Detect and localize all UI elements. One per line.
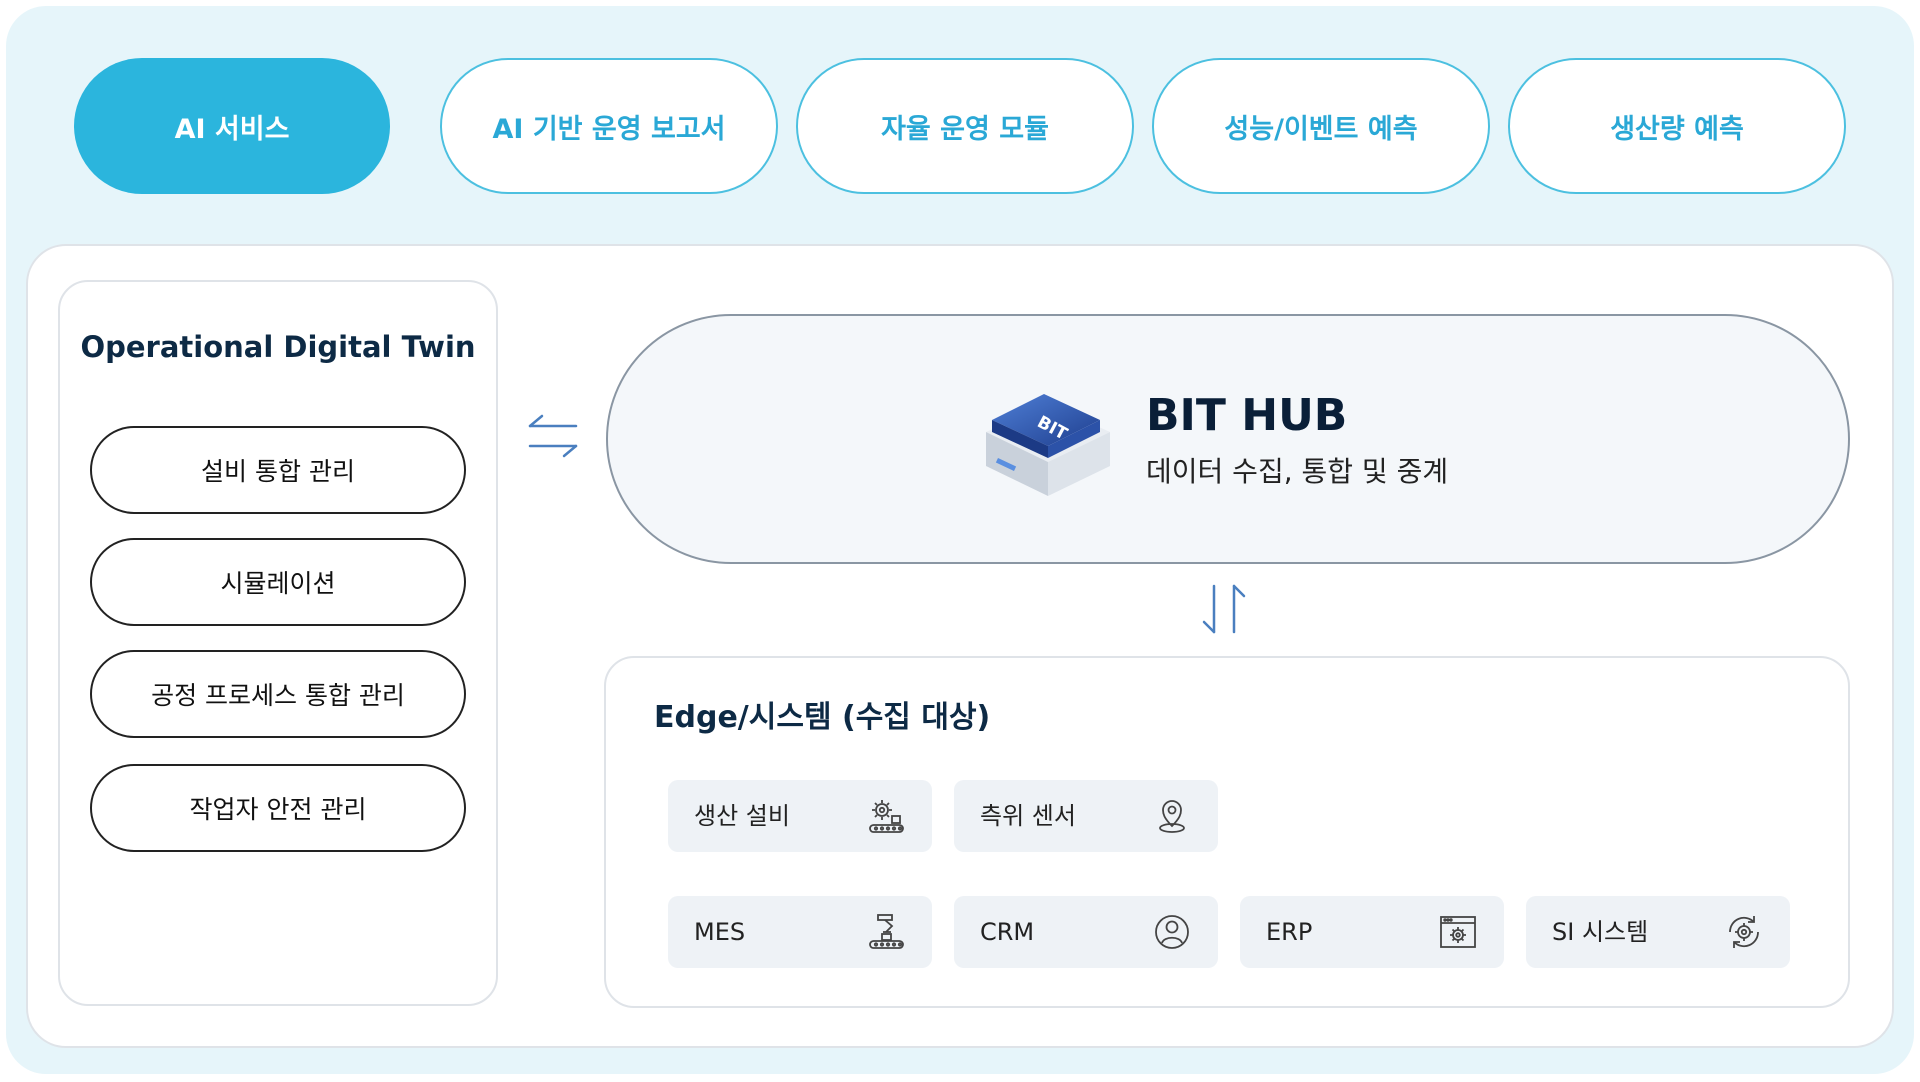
card-label: MES bbox=[694, 918, 746, 946]
twin-item-simulation[interactable]: 시뮬레이션 bbox=[90, 538, 466, 626]
bit-hub-logo-icon: BIT bbox=[986, 394, 1110, 496]
card-erp[interactable]: ERP bbox=[1240, 896, 1504, 968]
card-label: SI 시스템 bbox=[1552, 918, 1649, 946]
bidirectional-arrow-icon bbox=[528, 414, 578, 458]
card-label: ERP bbox=[1266, 918, 1313, 946]
bit-hub-subtitle: 데이터 수집, 통합 및 중계 bbox=[1146, 455, 1449, 488]
digital-twin-title: Operational Digital Twin bbox=[80, 330, 476, 364]
card-label: 생산 설비 bbox=[694, 802, 790, 830]
card-si-system[interactable]: SI 시스템 bbox=[1526, 896, 1790, 968]
robot-arm-conveyor-icon bbox=[869, 914, 904, 949]
cycle-gear-icon bbox=[1729, 916, 1759, 948]
digital-twin-panel: Operational Digital Twin 설비 통합 관리 시뮬레이션 … bbox=[58, 280, 498, 1006]
bit-hub-panel bbox=[606, 314, 1850, 564]
tab-autonomous-module[interactable]: 자율 운영 모듈 bbox=[796, 58, 1134, 194]
user-circle-icon bbox=[1155, 915, 1189, 949]
twin-item-worker-safety[interactable]: 작업자 안전 관리 bbox=[90, 764, 466, 852]
vertical-bidirectional-arrow-icon bbox=[1202, 584, 1246, 634]
edge-systems-title: Edge/시스템 (수집 대상) bbox=[654, 700, 991, 735]
tab-production-prediction[interactable]: 생산량 예측 bbox=[1508, 58, 1846, 194]
tab-ai-service[interactable]: AI 서비스 bbox=[74, 58, 390, 194]
twin-item-equipment[interactable]: 설비 통합 관리 bbox=[90, 426, 466, 514]
tab-performance-prediction[interactable]: 성능/이벤트 예측 bbox=[1152, 58, 1490, 194]
tab-ai-ops-report[interactable]: AI 기반 운영 보고서 bbox=[440, 58, 778, 194]
card-mes[interactable]: MES bbox=[668, 896, 932, 968]
card-label: CRM bbox=[980, 918, 1035, 946]
twin-item-process[interactable]: 공정 프로세스 통합 관리 bbox=[90, 650, 466, 738]
gear-conveyor-icon bbox=[869, 800, 904, 833]
card-label: 측위 센서 bbox=[980, 802, 1076, 830]
location-pin-icon bbox=[1159, 800, 1185, 833]
browser-gear-icon bbox=[1440, 916, 1476, 948]
card-crm[interactable]: CRM bbox=[954, 896, 1218, 968]
card-positioning-sensor[interactable]: 측위 센서 bbox=[954, 780, 1218, 852]
card-production-equipment[interactable]: 생산 설비 bbox=[668, 780, 932, 852]
bit-hub-title: BIT HUB bbox=[1146, 390, 1348, 441]
